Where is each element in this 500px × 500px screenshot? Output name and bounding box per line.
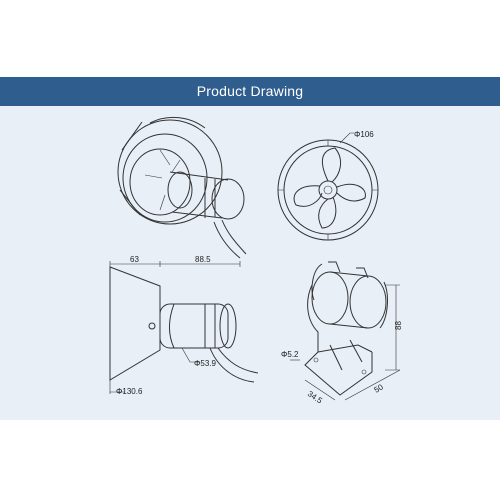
isometric-thruster-view <box>117 116 247 259</box>
front-view: Φ106 <box>277 130 379 241</box>
side-length-a-label: 63 <box>130 255 139 264</box>
side-length-b-label: 88.5 <box>195 255 211 264</box>
title-banner: Product Drawing <box>0 77 500 106</box>
side-view: 63 88.5 Φ53.9 Φ130.6 <box>109 255 259 396</box>
front-diameter-label: Φ106 <box>354 130 374 139</box>
bracket-height-label: 88 <box>394 321 403 330</box>
bracket-view: 88 Φ5.2 34.5 50 <box>281 261 403 406</box>
page-title: Product Drawing <box>196 83 304 99</box>
side-diameter-small-label: Φ53.9 <box>194 359 217 368</box>
side-diameter-large-label: Φ130.6 <box>116 387 143 396</box>
bracket-depth-label: 34.5 <box>306 389 324 405</box>
bracket-hole-label: Φ5.2 <box>281 350 299 359</box>
drawing-panel <box>0 106 500 420</box>
